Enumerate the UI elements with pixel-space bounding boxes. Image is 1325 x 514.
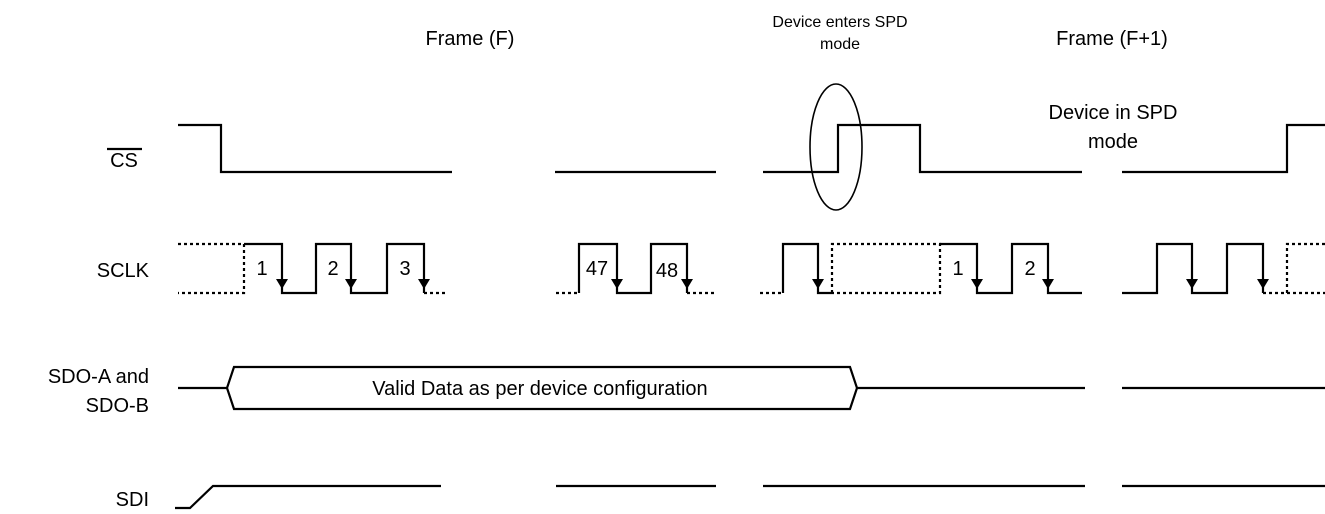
spd-enter-label-line2: mode xyxy=(820,36,860,53)
sdo-waveform xyxy=(178,365,1325,411)
frame-f-label: Frame (F) xyxy=(426,28,515,50)
clock-edge-arrow-icon xyxy=(681,252,693,289)
sclk-waveform xyxy=(178,242,1325,295)
sclk-signal-label: SCLK xyxy=(97,260,150,282)
frame-f1-label: Frame (F+1) xyxy=(1056,28,1168,50)
sdi-waveform xyxy=(175,484,1325,510)
clock-number: 3 xyxy=(399,258,410,280)
clock-number: 1 xyxy=(256,258,267,280)
cs-signal-label: CS xyxy=(110,150,138,172)
clock-edge-arrow-icon xyxy=(418,252,430,289)
clock-number: 1 xyxy=(952,258,963,280)
clock-number: 47 xyxy=(586,258,608,280)
clock-number: 2 xyxy=(327,258,338,280)
data-bus-label: Valid Data as per device configuration xyxy=(372,378,707,400)
clock-edge-arrow-icon xyxy=(1186,252,1198,289)
clock-edge-arrow-icon xyxy=(345,252,357,289)
sdo-signal-label-line2: SDO-B xyxy=(86,395,149,417)
clock-number: 48 xyxy=(656,260,678,282)
spd-in-label-line2: mode xyxy=(1088,131,1138,153)
spd-in-label-line1: Device in SPD xyxy=(1049,102,1178,124)
sdi-signal-label: SDI xyxy=(116,489,149,511)
clock-number: 2 xyxy=(1024,258,1035,280)
clock-edge-arrow-icon xyxy=(971,252,983,289)
clock-edge-arrow-icon xyxy=(1257,252,1269,289)
clock-edge-arrow-icon xyxy=(611,252,623,289)
clock-edge-arrow-icon xyxy=(276,252,288,289)
clock-edge-arrow-icon xyxy=(812,252,824,289)
sdo-signal-label-line1: SDO-A and xyxy=(48,366,149,388)
spd-entry-ellipse xyxy=(809,83,863,211)
sclk-edge-arrows xyxy=(276,252,1269,289)
spd-enter-label-line1: Device enters SPD xyxy=(772,14,907,31)
cs-waveform xyxy=(178,123,1325,174)
clock-edge-arrow-icon xyxy=(1042,252,1054,289)
